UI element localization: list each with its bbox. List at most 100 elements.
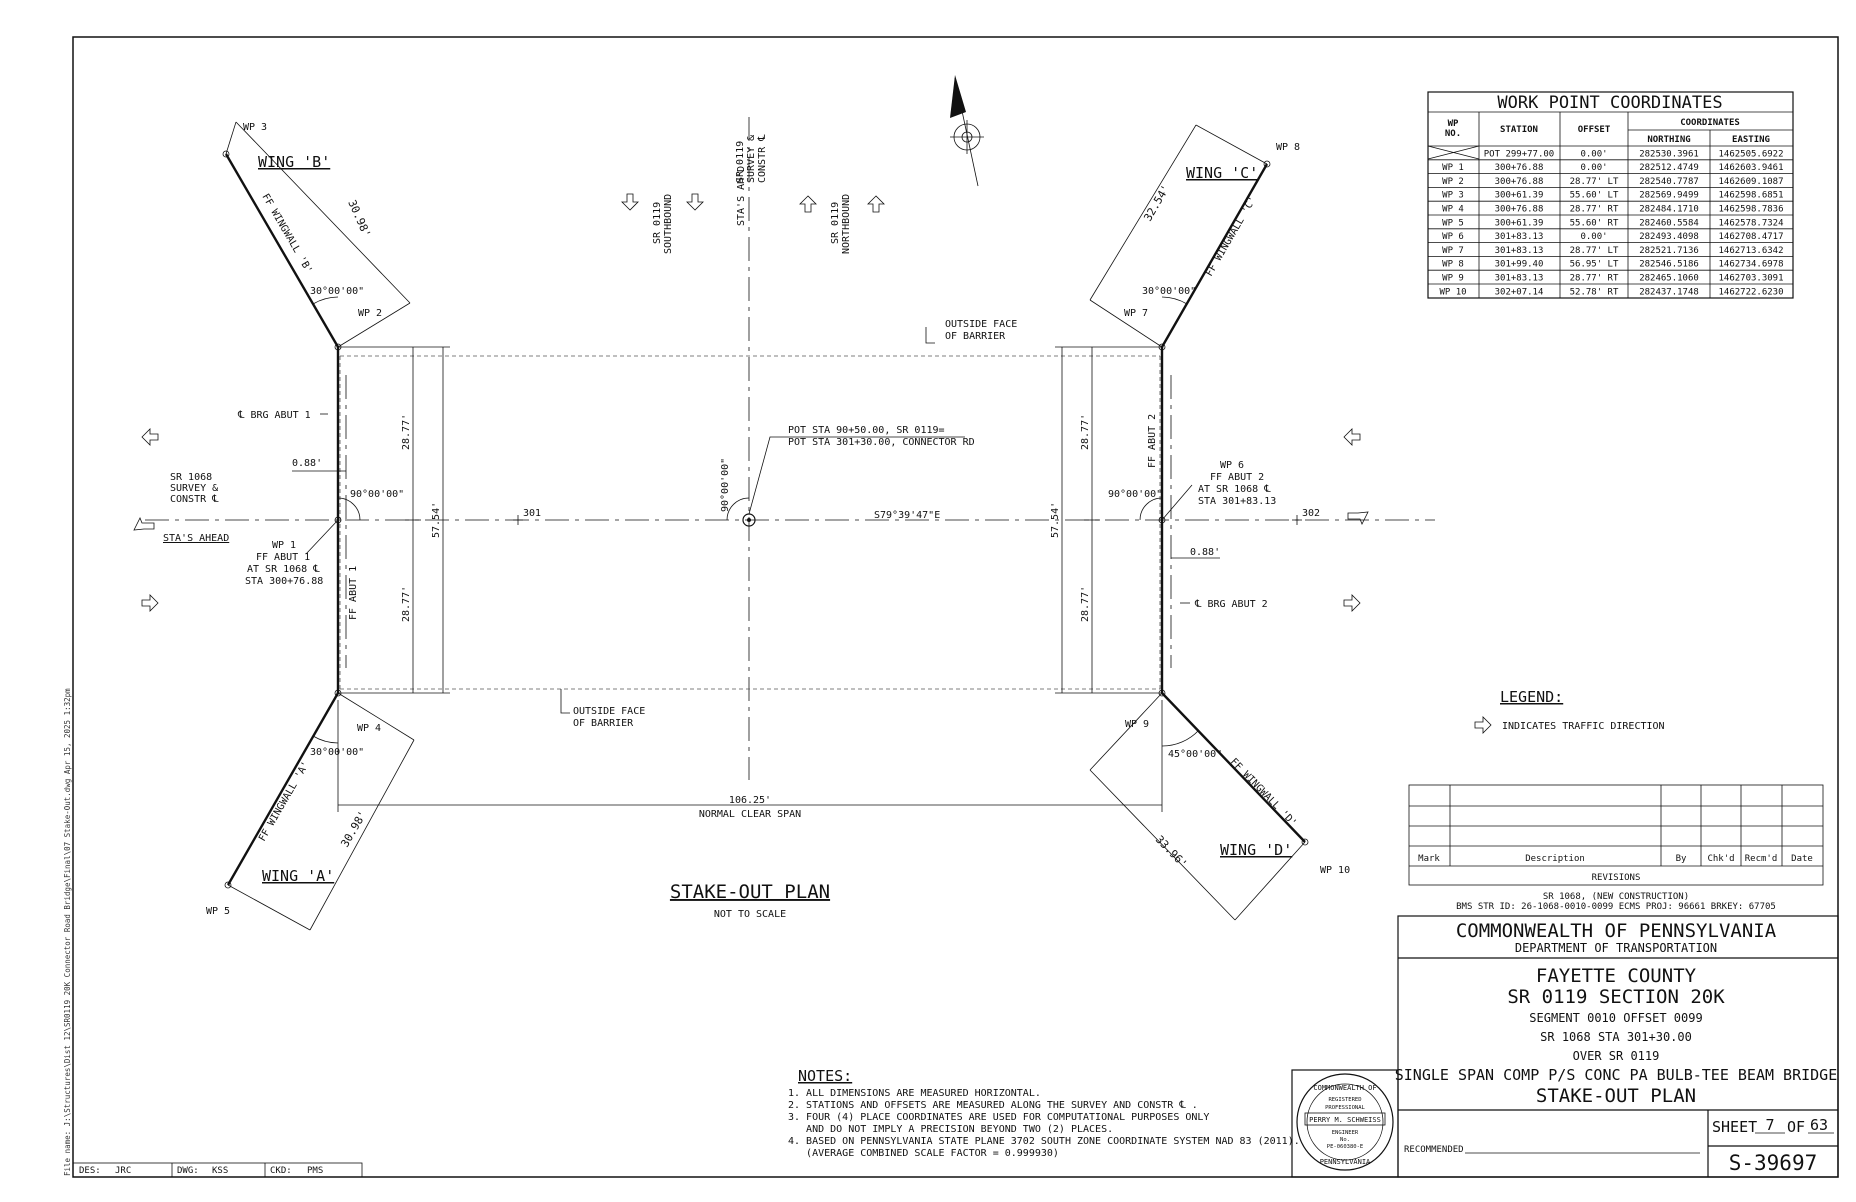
wp1-note-3: AT SR 1068 ℄ xyxy=(247,564,320,575)
wp-table-title: WORK POINT COORDINATES xyxy=(1497,93,1722,113)
plan-title: STAKE-OUT PLAN xyxy=(670,881,830,903)
wp7-marker xyxy=(1158,343,1166,351)
wp-table-cell: 0.00' xyxy=(1580,149,1607,159)
angle-c: 30°00'00" xyxy=(1142,286,1196,297)
stas-ahd-label: STA'S AH'D xyxy=(736,166,747,226)
wp4-label: WP 4 xyxy=(357,723,381,734)
title-block: COMMONWEALTH OF PENNSYLVANIA DEPARTMENT … xyxy=(1395,915,1839,1178)
wing-c-length: 32.54' xyxy=(1141,183,1172,224)
wp-table-cell: 28.77' RT xyxy=(1570,205,1619,215)
note-1: 1. ALL DIMENSIONS ARE MEASURED HORIZONTA… xyxy=(788,1088,1041,1099)
wp6-note-2: FF ABUT 2 xyxy=(1210,472,1264,483)
wp-table-hdr-station: STATION xyxy=(1500,125,1538,135)
wp4-marker xyxy=(334,689,342,697)
wp-table-cell: 1462713.6342 xyxy=(1718,246,1783,256)
wb-arrow-icon xyxy=(1343,428,1361,446)
wp-table-cell: 282512.4749 xyxy=(1639,163,1699,173)
stas-ahead-arrow-icon xyxy=(133,517,155,531)
nb-arrow-icon xyxy=(867,195,885,213)
note-3: 3. FOUR (4) PLACE COORDINATES ARE USED F… xyxy=(788,1112,1209,1123)
sb-arrow-icon xyxy=(686,193,704,211)
wp-table-cell: WP 4 xyxy=(1442,205,1464,215)
wp-table-cell: 300+76.88 xyxy=(1495,205,1544,215)
wp-table-cell: 282493.4098 xyxy=(1639,232,1699,242)
wp-table-cell: 301+83.13 xyxy=(1495,246,1544,256)
seal-top: COMMONWEALTH OF xyxy=(1313,1084,1376,1092)
offset-left: 0.88' xyxy=(292,458,322,469)
wp-table-hdr-easting: EASTING xyxy=(1732,135,1770,145)
wp-table-cell: 282569.9499 xyxy=(1639,191,1699,201)
seal-professional: PROFESSIONAL xyxy=(1325,1105,1365,1111)
wp-table-cell: 0.00' xyxy=(1580,232,1607,242)
outside-face-bot-2: OF BARRIER xyxy=(573,718,634,729)
legend-item: INDICATES TRAFFIC DIRECTION xyxy=(1502,721,1665,732)
wp-table-cell: 1462598.7836 xyxy=(1718,205,1783,215)
tb-org: COMMONWEALTH OF PENNSYLVANIA xyxy=(1456,920,1777,942)
wp6-note-4: STA 301+83.13 xyxy=(1198,496,1276,507)
wingwall-b-label: FF WINGWALL 'B' xyxy=(259,192,314,276)
wp-table-cell: 56.95' LT xyxy=(1570,260,1619,270)
wing-b-label: WING 'B' xyxy=(258,153,330,171)
wp-table-cell: 28.77' LT xyxy=(1570,177,1619,187)
wingwall-d-label: FF WINGWALL 'D' xyxy=(1228,756,1299,829)
wp-table-cell: 301+83.13 xyxy=(1495,274,1544,284)
wp-table-cell: 1462722.6230 xyxy=(1718,287,1783,297)
outside-face-top-1: OUTSIDE FACE xyxy=(945,319,1017,330)
sr0119-survey-3: CONSTR ℄ xyxy=(757,134,768,183)
wing-a-label: WING 'A' xyxy=(262,867,334,885)
signoff-strip: DES: JRC DWG: KSS CKD: PMS xyxy=(72,1162,363,1178)
ff-abut-2-label: FF ABUT 2 xyxy=(1147,414,1158,468)
wp-table-cell: WP 7 xyxy=(1442,246,1464,256)
wp-table-cell: 1462603.9461 xyxy=(1718,163,1783,173)
wingwall-a-label: FF WINGWALL 'A' xyxy=(257,760,312,844)
rev-hdr-mark: Mark xyxy=(1418,854,1440,864)
legend-title: LEGEND: xyxy=(1500,688,1563,706)
eb-arrow-icon xyxy=(141,594,159,612)
des-label: DES: xyxy=(79,1166,101,1176)
half-width-bl: 28.77' xyxy=(401,586,412,622)
revisions-table: Mark Description By Chk'd Recm'd Date RE… xyxy=(1408,784,1824,886)
wp-table-cell: 1462598.6851 xyxy=(1718,191,1783,201)
pot-note-2: POT STA 301+30.00, CONNECTOR RD xyxy=(788,437,975,448)
station-302: 302 xyxy=(1302,508,1320,519)
seal-engineer: ENGINEER xyxy=(1332,1130,1359,1136)
rev-hdr-by: By xyxy=(1676,854,1687,864)
wp-table-cell: 28.77' RT xyxy=(1570,274,1619,284)
wing-b-dim-line xyxy=(235,121,411,304)
tb-segment: SEGMENT 0010 OFFSET 0099 xyxy=(1529,1011,1702,1025)
wp-table-cell: 1462708.4717 xyxy=(1718,232,1783,242)
wp-table-cell: 300+61.39 xyxy=(1495,218,1544,228)
wp-table-hdr-wp-1: WP xyxy=(1448,119,1459,129)
span-dim: 106.25' xyxy=(729,795,771,806)
wp-table-cell: 300+61.39 xyxy=(1495,191,1544,201)
wb-arrow-icon xyxy=(141,428,159,446)
brg-abut-1-label: ℄ BRG ABUT 1 xyxy=(237,410,311,421)
wing-d-dim-line xyxy=(1089,769,1236,921)
sr0119-sb-2: SOUTHBOUND xyxy=(663,194,674,254)
stas-ahead-arrow-icon xyxy=(1347,511,1369,525)
tb-recommended: RECOMMENDED xyxy=(1404,1145,1464,1155)
wp7-label: WP 7 xyxy=(1124,308,1148,319)
notes-title: NOTES: xyxy=(798,1067,852,1085)
wp10-label: WP 10 xyxy=(1320,865,1350,876)
dwg-label: DWG: xyxy=(177,1166,199,1176)
wingwall-d xyxy=(1161,692,1306,843)
wp10-marker xyxy=(1301,838,1309,846)
sr0119-survey-1: SR 0119 xyxy=(735,141,746,183)
ckd-value: PMS xyxy=(307,1166,323,1176)
wp1-note-4: STA 300+76.88 xyxy=(245,576,323,587)
wingwall-c-label: FF WINGWALL 'C' xyxy=(1204,195,1259,279)
angle-wp6: 90°00'00" xyxy=(1108,489,1162,500)
wing-a-length: 30.98' xyxy=(338,809,369,850)
sr0119-nb-1: SR 0119 xyxy=(830,202,841,244)
wing-d-label: WING 'D' xyxy=(1220,841,1292,859)
rev-hdr-chkd: Chk'd xyxy=(1707,854,1734,864)
wp9-marker xyxy=(1158,689,1166,697)
des-value: JRC xyxy=(115,1166,131,1176)
sr1068-survey-2: SURVEY & xyxy=(170,483,218,494)
wp1-marker xyxy=(334,516,342,524)
plan-geometry xyxy=(133,75,1492,931)
wingwall-b xyxy=(224,153,340,348)
angle-b: 30°00'00" xyxy=(310,286,364,297)
wp-table-hdr-coords: COORDINATES xyxy=(1680,118,1740,128)
